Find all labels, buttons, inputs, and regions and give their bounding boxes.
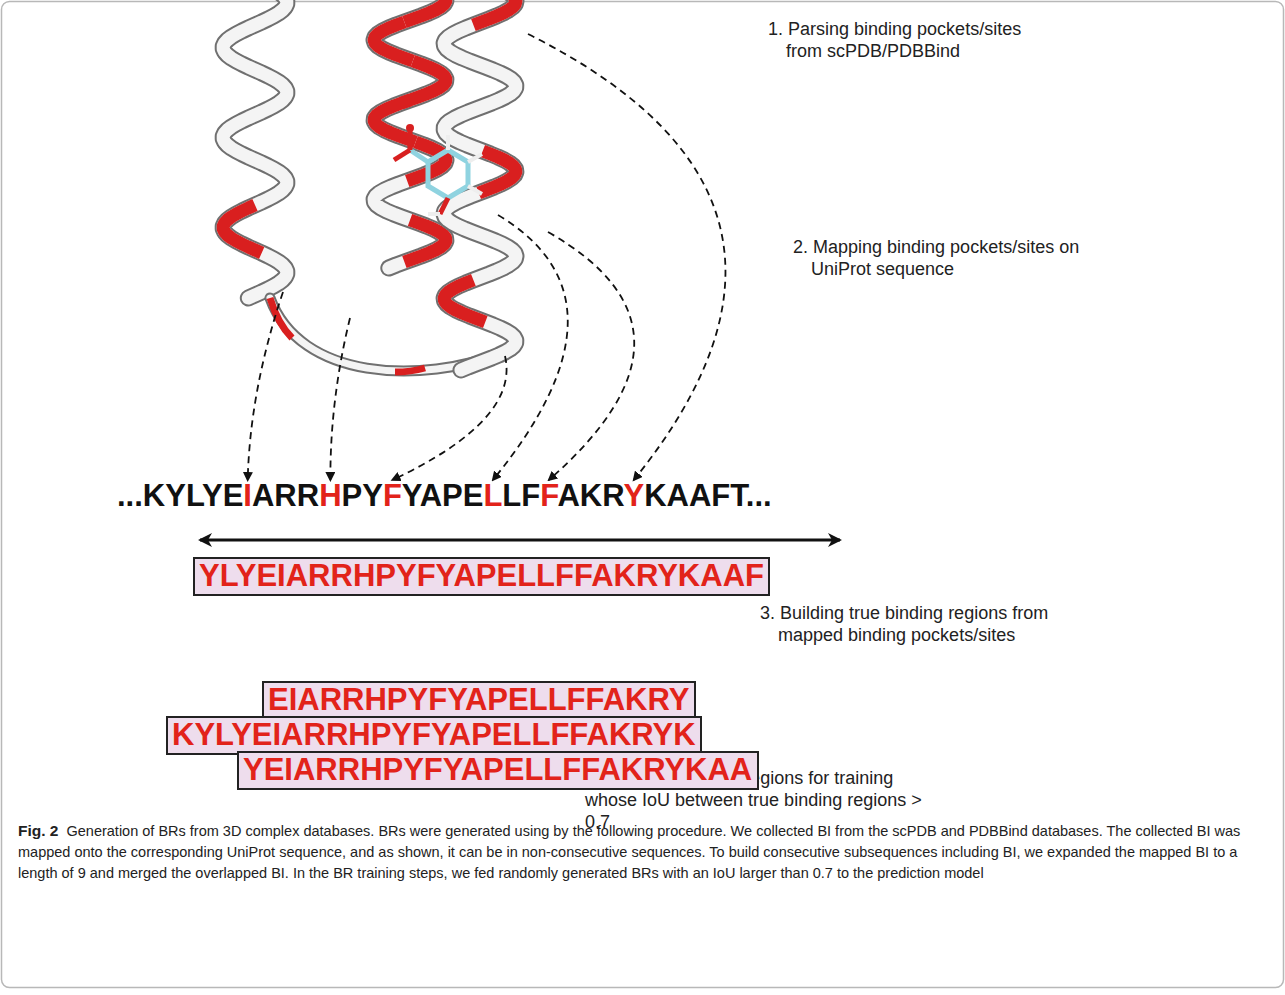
sequence-segment: ...KYLYE <box>117 478 243 513</box>
region-sequence: EIARRHPYFYAPELLFFAKRY <box>268 683 690 716</box>
ribbon-stroke <box>223 0 287 298</box>
mapping-arrow <box>493 215 568 480</box>
ribbon-stroke <box>444 0 516 370</box>
protein-ribbon <box>223 0 516 372</box>
ribbon-stroke <box>404 220 446 262</box>
binding-residue: F <box>383 478 402 513</box>
binding-residue: Y <box>623 478 644 513</box>
ribbon-stroke <box>270 298 292 338</box>
binding-residue: L <box>483 478 502 513</box>
sequence-line: ...KYLYEIARRHPYFYAPELLFFAKRYKAAFT... <box>117 478 772 514</box>
ribbon-stroke <box>444 0 516 370</box>
step-label: 2. Mapping binding pockets/sites on UniP… <box>793 236 1083 280</box>
mapping-arrow <box>528 34 725 480</box>
figure-caption: Generation of BRs from 3D complex databa… <box>18 823 1240 881</box>
mapping-arrow <box>248 292 283 480</box>
sequence-segment: AKR <box>557 478 623 513</box>
ribbon-stroke <box>444 280 485 322</box>
mapping-arrows <box>248 34 726 480</box>
ribbon-stroke <box>223 0 287 298</box>
ribbon-stroke <box>223 205 262 253</box>
figure-number: Fig. 2 <box>18 822 58 839</box>
region-sequence: YEIARRHPYFYAPELLFFAKRYKAA <box>243 753 753 786</box>
ribbon-stroke <box>479 151 516 193</box>
training-binding-region: KYLYEIARRHPYFYAPELLFFAKRYK <box>166 716 702 755</box>
sequence-segment: KAAFT... <box>644 478 771 513</box>
training-binding-region: EIARRHPYFYAPELLFFAKRY <box>262 681 696 720</box>
mapping-arrow <box>330 318 350 480</box>
mapping-arrow <box>392 356 506 480</box>
sequence-segment: ARR <box>252 478 319 513</box>
ribbon-stroke <box>404 0 446 22</box>
training-binding-region: YEIARRHPYFYAPELLFFAKRYKAA <box>237 751 759 790</box>
ligand-molecule <box>394 124 482 214</box>
step-label: 3. Building true binding regions from ma… <box>760 602 1054 646</box>
sequence-segment: YAPE <box>402 478 484 513</box>
sequence-segment: PY <box>342 478 383 513</box>
ribbon-stroke <box>374 22 413 61</box>
binding-residue: H <box>319 478 341 513</box>
ribbon-stroke <box>374 0 446 268</box>
figure-caption-block: Fig. 2Generation of BRs from 3D complex … <box>18 820 1268 884</box>
ribbon-stroke <box>374 0 446 268</box>
true-binding-region: YLYEIARRHPYFYAPELLFFAKRYKAAF <box>193 557 770 596</box>
step-label: 1. Parsing binding pockets/sites from sc… <box>768 18 1058 62</box>
ribbon-stroke <box>395 368 425 372</box>
binding-residue: I <box>243 478 252 513</box>
sequence-segment: LF <box>502 478 540 513</box>
region-sequence: YLYEIARRHPYFYAPELLFFAKRYKAAF <box>199 559 764 592</box>
binding-residue: F <box>540 478 557 513</box>
region-sequence: KYLYEIARRHPYFYAPELLFFAKRYK <box>172 718 696 751</box>
mapping-arrow <box>548 232 634 480</box>
region-span-arrow <box>200 539 840 542</box>
ribbon-stroke <box>473 0 516 25</box>
